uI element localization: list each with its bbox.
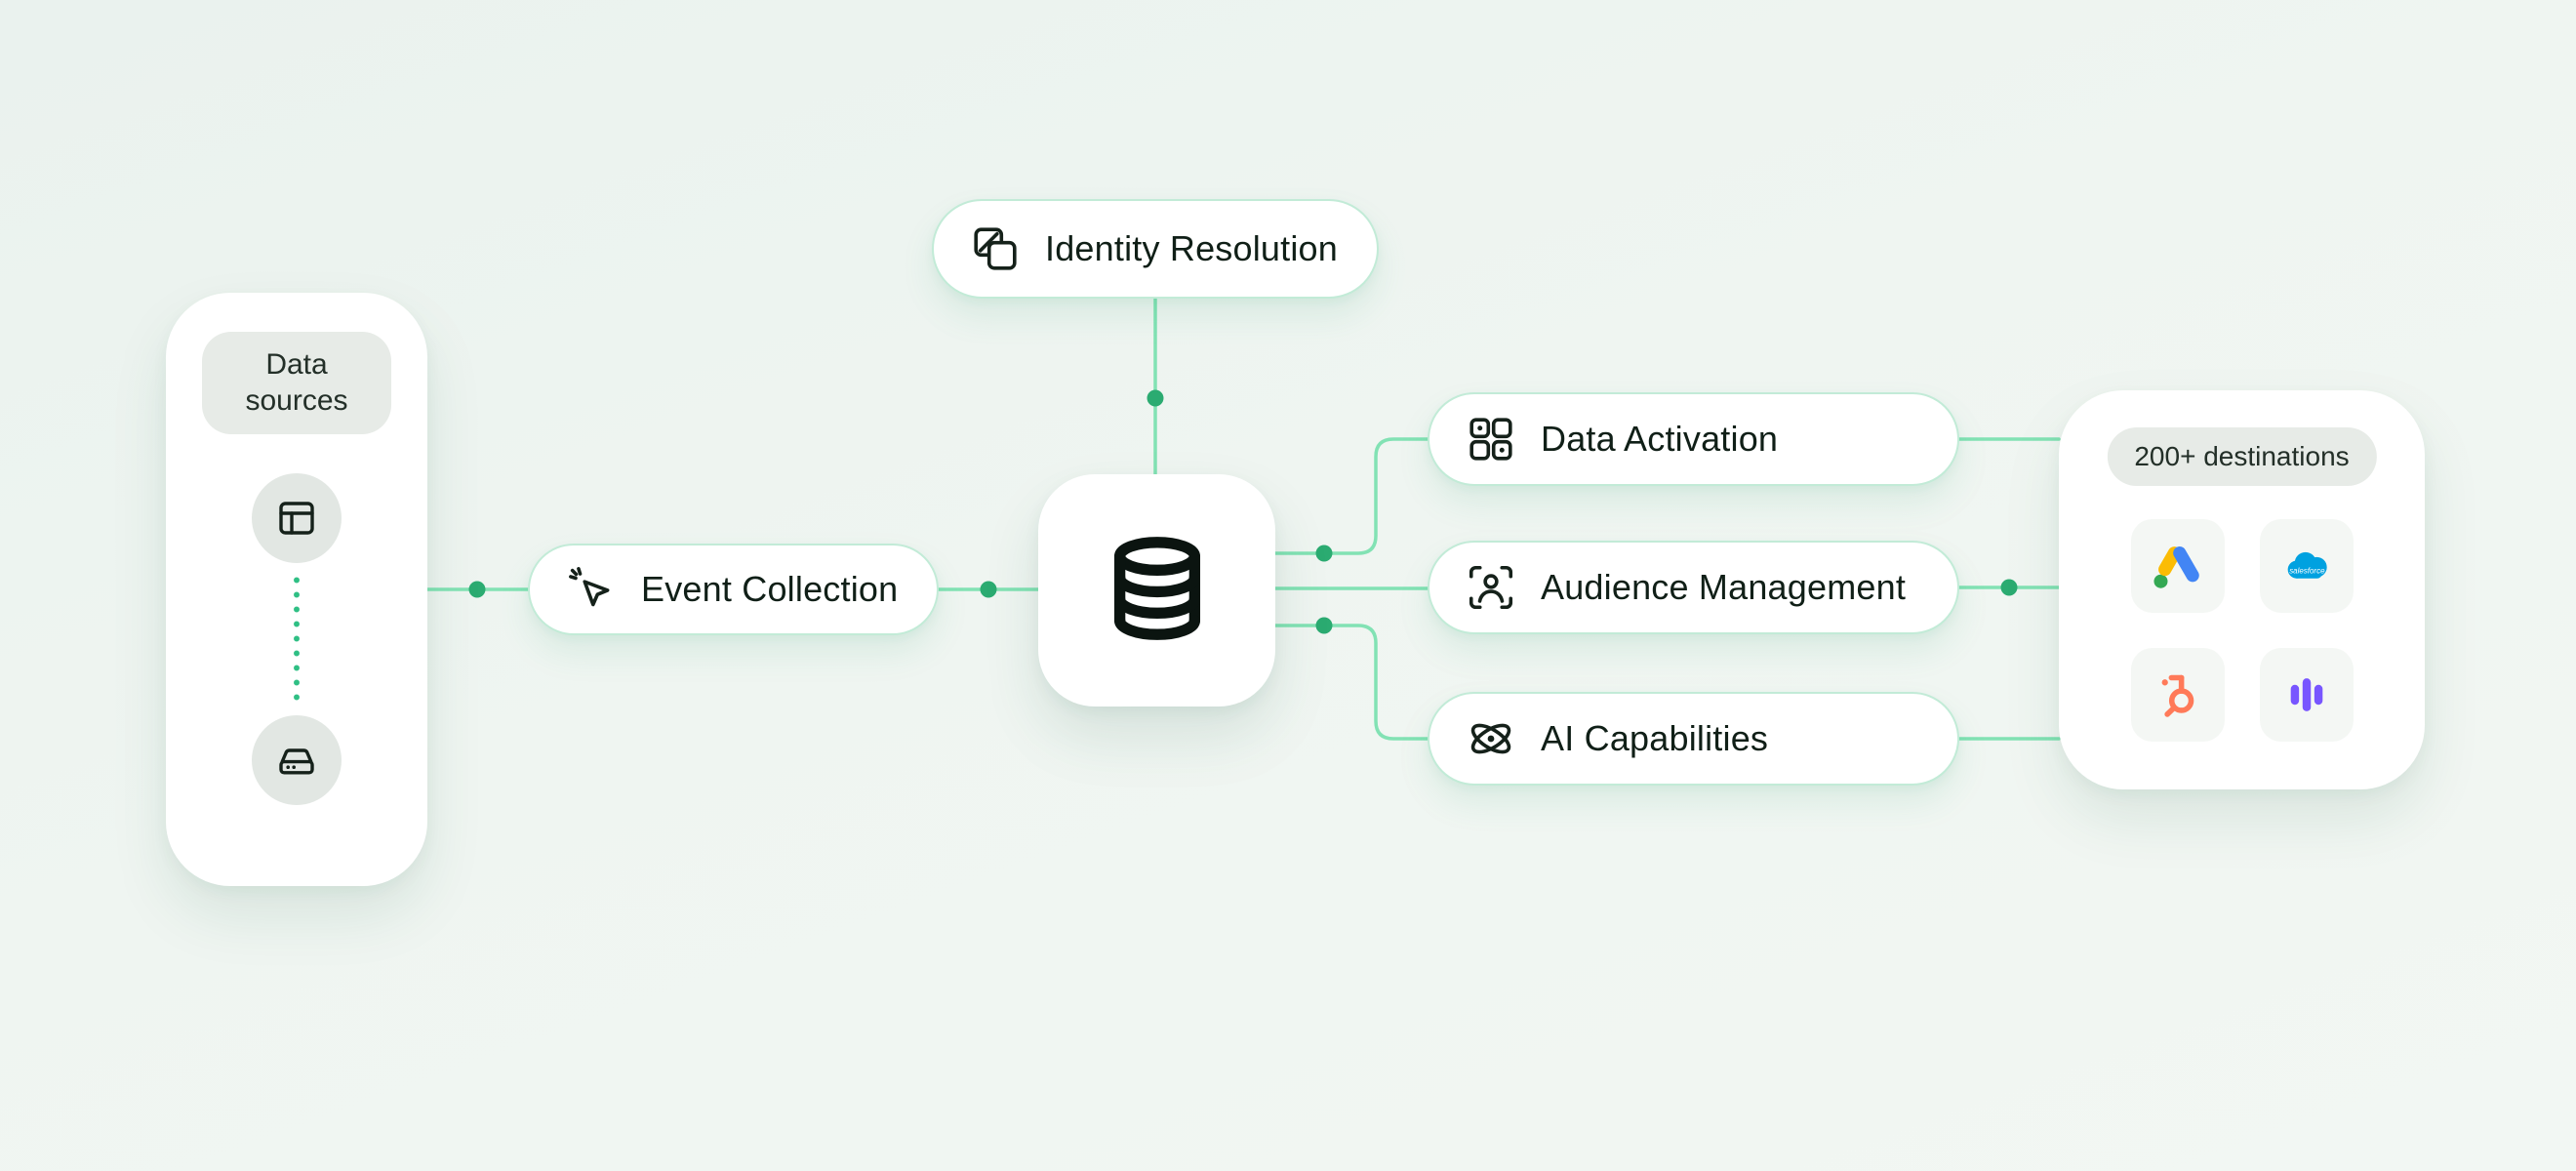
salesforce-logo: salesforce	[2259, 519, 2354, 613]
cursor-click-icon	[565, 563, 618, 616]
ai-capabilities-node: AI Capabilities	[1428, 692, 1959, 786]
overlapping-squares-icon	[969, 222, 1022, 275]
ai-capabilities-label: AI Capabilities	[1541, 718, 1769, 758]
identity-resolution-label: Identity Resolution	[1045, 228, 1338, 268]
link-db-to-activation	[1273, 437, 1429, 555]
destinations-card: 200+ destinations salesforce	[2059, 390, 2425, 789]
data-sources-label: Data sources	[202, 332, 391, 435]
event-collection-label: Event Collection	[641, 569, 899, 609]
data-activation-label: Data Activation	[1541, 419, 1779, 459]
atom-icon	[1465, 712, 1517, 765]
destinations-label: 200+ destinations	[2107, 427, 2377, 486]
event-collection-node: Event Collection	[528, 544, 939, 635]
link-db-to-ai	[1273, 624, 1429, 741]
warehouse-card	[1038, 474, 1275, 707]
hubspot-logo	[2130, 648, 2225, 742]
browser-window-icon	[252, 473, 342, 563]
sources-dotted-connector	[294, 573, 300, 707]
database-cylinder-icon	[1100, 531, 1215, 651]
svg-text:salesforce: salesforce	[2289, 567, 2325, 576]
destinations-logo-grid: salesforce	[2130, 519, 2354, 742]
google-ads-logo	[2130, 519, 2225, 613]
grid-squares-icon	[1465, 413, 1517, 465]
user-frame-icon	[1465, 561, 1517, 614]
data-activation-node: Data Activation	[1428, 392, 1959, 486]
mixpanel-logo	[2259, 648, 2354, 742]
data-sources-card: Data sources	[166, 293, 427, 886]
audience-management-node: Audience Management	[1428, 541, 1959, 634]
identity-resolution-node: Identity Resolution	[932, 199, 1379, 299]
hard-drive-icon	[252, 715, 342, 805]
audience-management-label: Audience Management	[1541, 567, 1907, 607]
